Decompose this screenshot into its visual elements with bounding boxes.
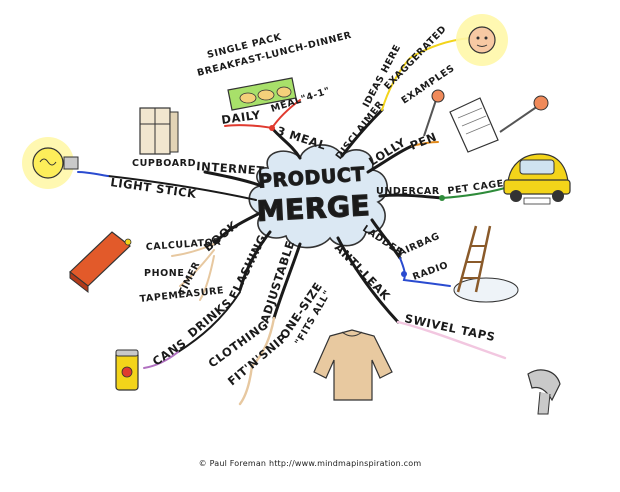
can-icon [115,349,139,391]
branch-flashing [238,230,272,292]
sub-tan-book [171,243,215,301]
lolly-pen-icon [423,89,445,137]
center-title-line2: MERGE [256,189,371,228]
branch-ladder [370,218,402,260]
sub-purple-drinks [143,351,179,369]
label-drinks: DRINKS [185,295,235,340]
sub-pink-swivel [396,320,507,360]
lightbulb-icon [22,137,79,189]
label-calculator: CALCULATOR [145,237,221,253]
label-cans: CANS [150,336,189,369]
label-3meal: 3 MEAL [275,124,328,153]
sub-orange-pen [411,141,439,147]
label-phone: PHONE [144,268,184,279]
sweater-icon [313,329,393,401]
credit-text: © Paul Foreman http://www.mindmapinspira… [199,459,422,468]
car-icon [503,153,571,205]
branches [107,108,444,353]
sub-branches [77,37,507,406]
tap-icon [527,369,561,415]
branch-lolly [366,144,414,174]
ladder-icon [453,225,519,303]
branch-disclaimer [340,108,384,158]
face-icon [456,14,508,66]
cupboard-icon [139,107,179,155]
sub-green-petcage [441,187,506,199]
sub-tan-onesize [250,316,276,368]
label-daily: DAILY [220,108,261,127]
sub-blue-lightstick [77,171,109,177]
label-airbag: AIRBAG [397,231,442,259]
branch-antileak [336,236,400,324]
central-cloud: PRODUCT MERGE [248,144,388,249]
branch-adjustable [272,242,302,320]
label-undercar: UNDERCAR [376,186,440,197]
book-icon [69,231,132,294]
label-pen: PEN [408,129,439,152]
sub-blue-radio [399,257,451,287]
sub-yellow-ideas [381,37,471,111]
branch-3meal [270,126,302,160]
branch-undercar [378,193,444,200]
label-anti-leak: ANTI-LEAK [332,240,394,303]
label-radio: RADIO [411,260,450,283]
branch-lightstick [107,175,257,201]
illustrations [22,14,571,415]
notepad-icon [449,97,499,153]
cloud-shape [248,144,388,249]
food-pack-icon [227,77,297,111]
sub-red-meal [271,99,301,129]
lollipop-icon [499,95,549,133]
branch-book [212,212,260,246]
label-light-stick: LIGHT STICK [110,175,198,201]
sub-tan-fitnsnip [238,364,254,406]
label-flashing: FLASHING [226,232,269,301]
label-internet: INTERNET [196,159,265,178]
branch-internet [203,170,264,188]
label-cupboard: CUPBOARD [132,158,196,169]
branch-drinks [177,291,241,353]
